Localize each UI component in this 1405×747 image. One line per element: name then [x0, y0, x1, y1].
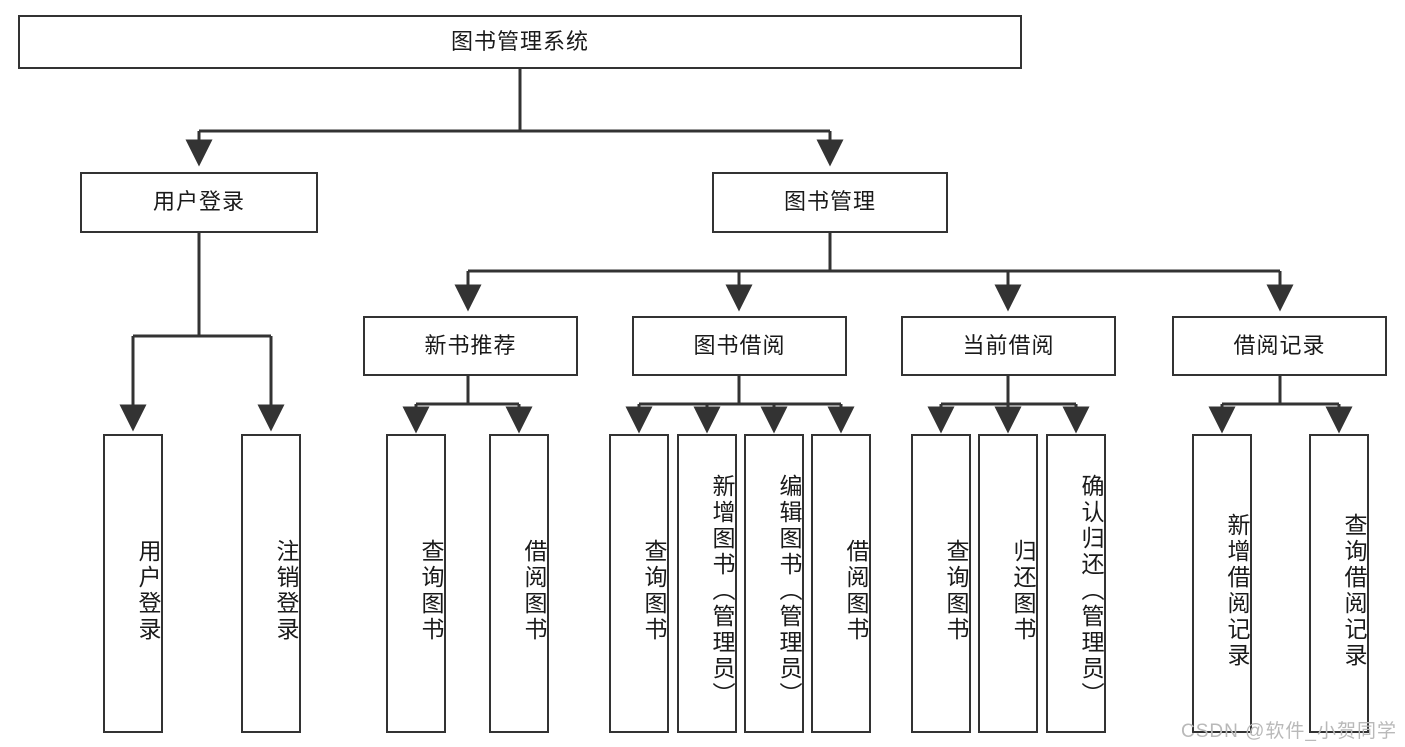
leaf-current-borrow-return-book[interactable]: 归还图书 — [978, 434, 1038, 733]
leaf-label: 新增图书（管理员） — [709, 473, 735, 708]
leaf-label: 确认归还（管理员） — [1078, 473, 1104, 708]
node-book-borrow[interactable]: 图书借阅 — [632, 316, 847, 376]
leaf-new-book-borrow-book[interactable]: 借阅图书 — [489, 434, 549, 733]
leaf-label: 用户登录 — [135, 538, 161, 643]
node-book-management[interactable]: 图书管理 — [712, 172, 948, 233]
leaf-current-borrow-confirm-return-admin[interactable]: 确认归还（管理员） — [1046, 434, 1106, 733]
watermark-text: CSDN @软件_小贺同学 — [1181, 721, 1397, 742]
leaf-label: 查询图书 — [943, 538, 969, 643]
node-label: 新书推荐 — [424, 332, 517, 358]
leaf-label: 查询借阅记录 — [1341, 512, 1367, 669]
leaf-user-login-logout[interactable]: 注销登录 — [241, 434, 301, 733]
node-label: 当前借阅 — [962, 332, 1055, 358]
node-label: 图书借阅 — [693, 332, 786, 358]
leaf-label: 注销登录 — [273, 538, 299, 643]
leaf-label: 归还图书 — [1010, 538, 1036, 643]
node-new-book-recommend[interactable]: 新书推荐 — [363, 316, 578, 376]
node-label: 借阅记录 — [1233, 332, 1326, 358]
node-user-login[interactable]: 用户登录 — [80, 172, 318, 233]
leaf-book-borrow-borrow-book[interactable]: 借阅图书 — [811, 434, 871, 733]
leaf-label: 新增借阅记录 — [1224, 512, 1250, 669]
leaf-label: 查询图书 — [641, 538, 667, 643]
node-label: 用户登录 — [152, 189, 245, 215]
node-borrow-record[interactable]: 借阅记录 — [1172, 316, 1387, 376]
leaf-user-login-login[interactable]: 用户登录 — [103, 434, 163, 733]
leaf-borrow-record-query-record[interactable]: 查询借阅记录 — [1309, 434, 1369, 733]
leaf-label: 查询图书 — [418, 538, 444, 643]
leaf-new-book-query-book[interactable]: 查询图书 — [386, 434, 446, 733]
leaf-borrow-record-add-record[interactable]: 新增借阅记录 — [1192, 434, 1252, 733]
leaf-book-borrow-add-book-admin[interactable]: 新增图书（管理员） — [677, 434, 737, 733]
leaf-label: 借阅图书 — [843, 538, 869, 643]
leaf-book-borrow-query-book[interactable]: 查询图书 — [609, 434, 669, 733]
node-label: 图书管理系统 — [450, 28, 589, 54]
leaf-label: 编辑图书（管理员） — [776, 473, 802, 708]
leaf-current-borrow-query-book[interactable]: 查询图书 — [911, 434, 971, 733]
node-label: 图书管理 — [783, 189, 876, 215]
node-root-book-management-system[interactable]: 图书管理系统 — [18, 15, 1022, 69]
node-current-borrow[interactable]: 当前借阅 — [901, 316, 1116, 376]
leaf-book-borrow-edit-book-admin[interactable]: 编辑图书（管理员） — [744, 434, 804, 733]
leaf-label: 借阅图书 — [521, 538, 547, 643]
